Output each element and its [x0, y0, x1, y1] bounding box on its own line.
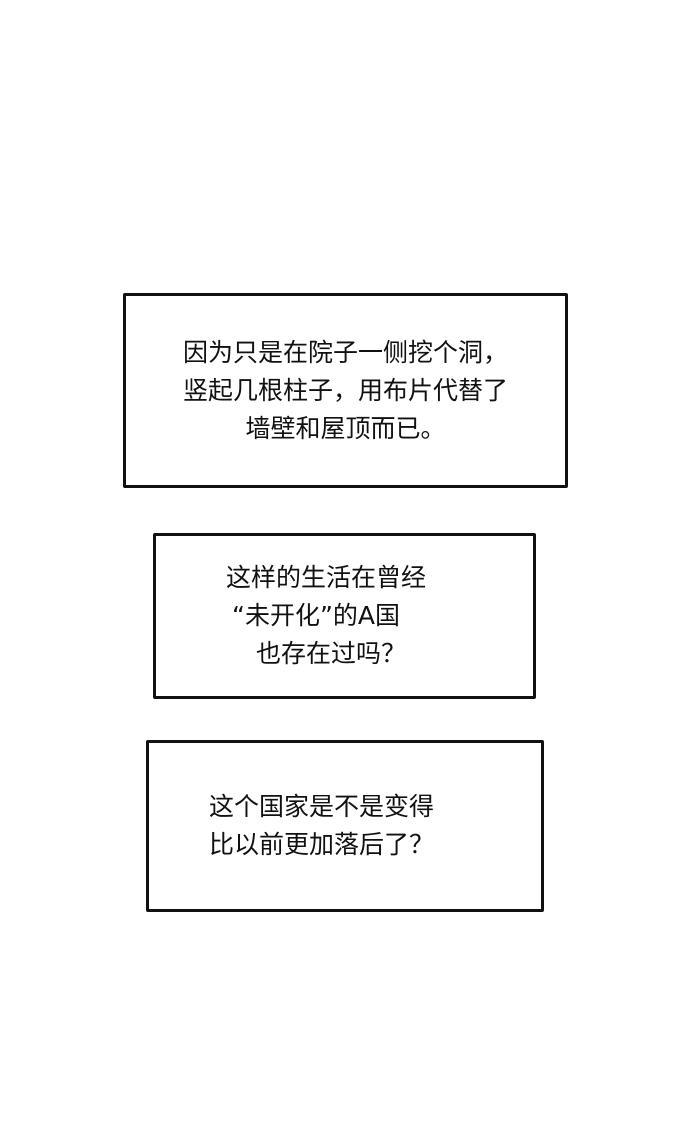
caption-box-3: 这个国家是不是变得 比以前更加落后了？ [146, 740, 544, 912]
caption-2-line-1: 这样的生活在曾经 [226, 563, 427, 592]
caption-box-2: 这样的生活在曾经 “未开化”的A国 也存在过吗？ [153, 533, 536, 699]
caption-1-line-1: 因为只是在院子一侧挖个洞， [182, 337, 508, 367]
caption-1-line-2: 竖起几根柱子，用布片代替了 [182, 375, 508, 405]
caption-2-line-2: “未开化”的A国 [232, 601, 401, 630]
caption-box-1: 因为只是在院子一侧挖个洞， 竖起几根柱子，用布片代替了 墙壁和屋顶而已。 [123, 293, 568, 488]
caption-3-line-1: 这个国家是不是变得 [209, 792, 435, 821]
caption-1-line-3: 墙壁和屋顶而已。 [245, 413, 446, 443]
caption-2-line-3: 也存在过吗？ [256, 639, 407, 668]
caption-3-line-2: 比以前更加落后了？ [209, 830, 435, 859]
